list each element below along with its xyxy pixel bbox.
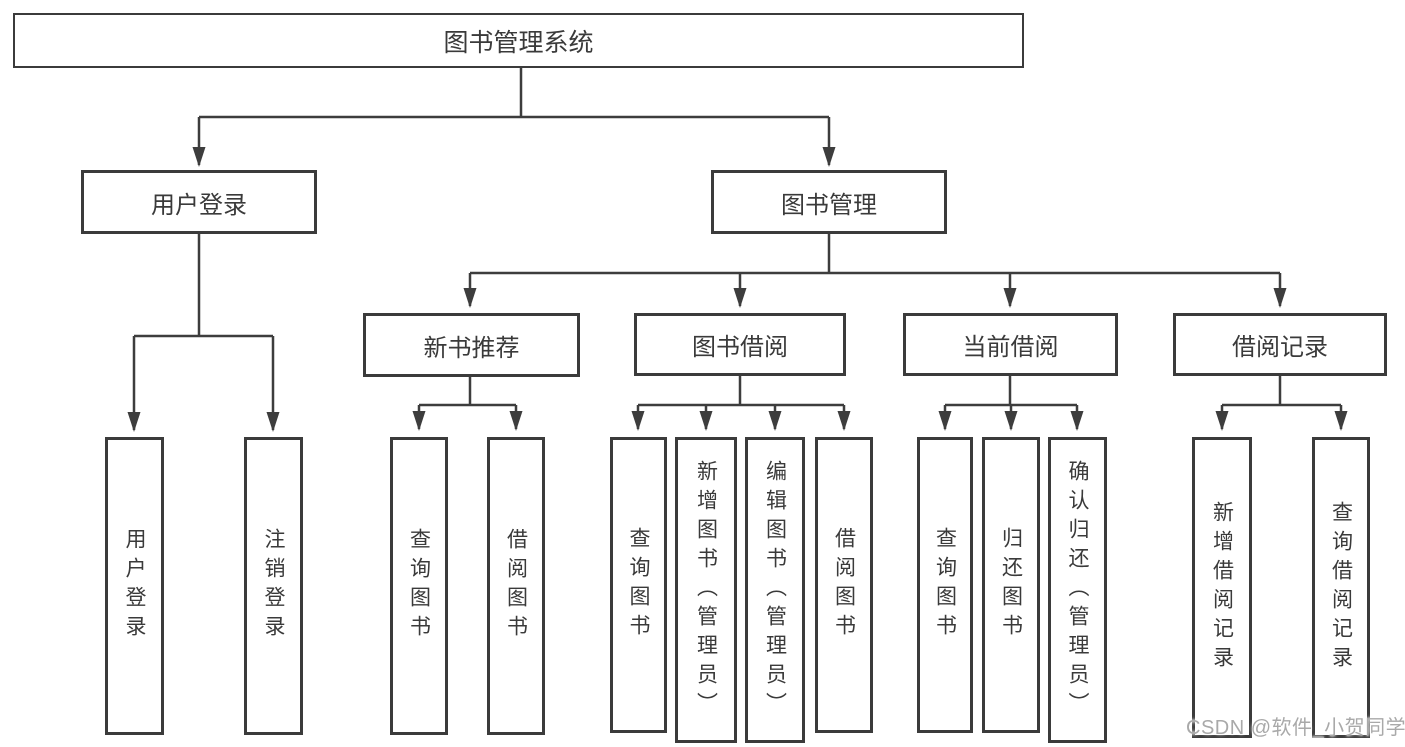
leaf-user-login-label: 用户登录 [123, 528, 146, 644]
leaf-current-query-book: 查询图书 [917, 437, 973, 733]
leaf-borrow-borrow-book: 借阅图书 [815, 437, 873, 733]
leaf-current-return-book-label: 归还图书 [999, 527, 1023, 643]
leaf-records-add-record-label: 新增借阅记录 [1210, 500, 1234, 675]
leaf-user-login: 用户登录 [105, 437, 164, 735]
leaf-newbook-borrow-book: 借阅图书 [487, 437, 545, 735]
leaf-borrow-edit-book-admin-label: 编辑图书（管理员） [763, 459, 787, 721]
leaf-current-query-book-label: 查询图书 [933, 527, 957, 643]
leaf-current-confirm-return-admin-label: 确认归还（管理员） [1066, 459, 1089, 721]
leaf-current-return-book: 归还图书 [982, 437, 1040, 733]
leaf-borrow-query-book: 查询图书 [610, 437, 667, 733]
leaf-newbook-query-book: 查询图书 [390, 437, 448, 735]
leaf-records-query-record-label: 查询借阅记录 [1329, 500, 1353, 675]
node-user-login: 用户登录 [81, 170, 317, 234]
node-library-system: 图书管理系统 [13, 13, 1024, 68]
node-new-book-recommend: 新书推荐 [363, 313, 580, 377]
node-user-login-label: 用户登录 [151, 191, 247, 219]
leaf-newbook-query-book-label: 查询图书 [407, 528, 431, 644]
node-borrow-records: 借阅记录 [1173, 313, 1387, 376]
node-book-borrow-label: 图书借阅 [692, 334, 788, 361]
node-book-borrow: 图书借阅 [634, 313, 846, 376]
leaf-borrow-add-book-admin-label: 新增图书（管理员） [694, 459, 718, 721]
leaf-borrow-add-book-admin: 新增图书（管理员） [675, 437, 737, 743]
node-book-management-label: 图书管理 [781, 191, 877, 219]
leaf-logout: 注销登录 [244, 437, 303, 735]
leaf-borrow-edit-book-admin: 编辑图书（管理员） [745, 437, 805, 743]
leaf-records-add-record: 新增借阅记录 [1192, 437, 1252, 738]
leaf-records-query-record: 查询借阅记录 [1312, 437, 1370, 738]
node-book-management: 图书管理 [711, 170, 947, 234]
leaf-current-confirm-return-admin: 确认归还（管理员） [1048, 437, 1107, 743]
node-library-system-label: 图书管理系统 [443, 28, 594, 57]
leaf-newbook-borrow-book-label: 借阅图书 [504, 528, 528, 644]
node-new-book-recommend-label: 新书推荐 [423, 334, 520, 362]
leaf-borrow-query-book-label: 查询图书 [627, 527, 650, 643]
node-current-borrow: 当前借阅 [903, 313, 1118, 376]
leaf-logout-label: 注销登录 [262, 528, 285, 644]
leaf-borrow-borrow-book-label: 借阅图书 [832, 527, 856, 643]
node-current-borrow-label: 当前借阅 [962, 334, 1059, 361]
csdn-watermark: CSDN @软件_小贺同学 [1186, 717, 1405, 739]
node-borrow-records-label: 借阅记录 [1232, 334, 1328, 361]
